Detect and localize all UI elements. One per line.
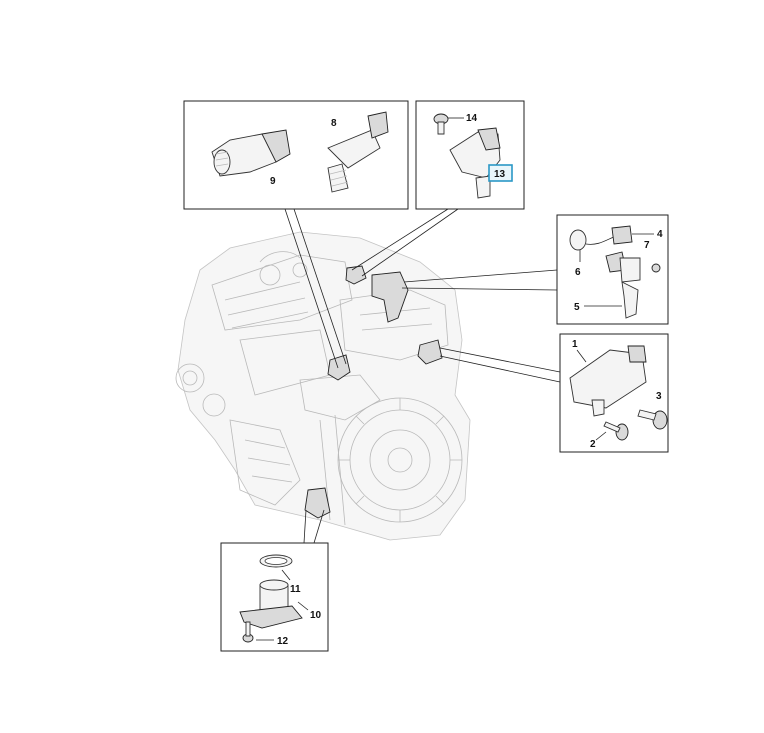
callout-1: 1 bbox=[572, 339, 578, 350]
box-parts-1-3 bbox=[559, 333, 669, 453]
callout-5: 5 bbox=[574, 302, 580, 313]
callout-7: 7 bbox=[644, 240, 650, 251]
callout-12: 12 bbox=[277, 636, 289, 647]
box-parts-13-14 bbox=[415, 100, 525, 210]
box-parts-8-9 bbox=[183, 100, 409, 210]
sensor-9-icon bbox=[211, 129, 291, 177]
leader-1 bbox=[576, 349, 587, 363]
sensor-harness-icon bbox=[569, 225, 661, 319]
callout-13: 13 bbox=[494, 169, 506, 180]
callout-10: 10 bbox=[310, 610, 322, 621]
bolt-3-icon bbox=[637, 409, 668, 430]
callout-8: 8 bbox=[331, 118, 337, 129]
bolt-2-icon bbox=[603, 421, 629, 441]
callout-9: 9 bbox=[270, 176, 276, 187]
map-sensor-13-icon bbox=[449, 127, 501, 199]
leader-2 bbox=[595, 431, 607, 441]
highlight-box-13 bbox=[488, 164, 513, 182]
module-1-icon bbox=[569, 345, 647, 417]
leader-11 bbox=[281, 569, 291, 581]
callout-4: 4 bbox=[657, 229, 663, 240]
box-parts-10-12 bbox=[220, 542, 329, 652]
box-parts-4-7 bbox=[556, 214, 669, 325]
callout-11: 11 bbox=[290, 584, 301, 595]
callout-14: 14 bbox=[466, 113, 478, 124]
sensor-8-icon bbox=[327, 111, 389, 193]
screw-14-icon bbox=[433, 113, 449, 135]
oring-11-icon bbox=[259, 554, 293, 568]
callout-3: 3 bbox=[656, 391, 662, 402]
callout-6: 6 bbox=[575, 267, 581, 278]
leader-10 bbox=[297, 601, 309, 611]
sensor-10-icon bbox=[239, 579, 303, 629]
bolt-12-icon bbox=[242, 621, 254, 643]
connector-lines bbox=[284, 208, 561, 544]
callout-2: 2 bbox=[590, 439, 596, 450]
